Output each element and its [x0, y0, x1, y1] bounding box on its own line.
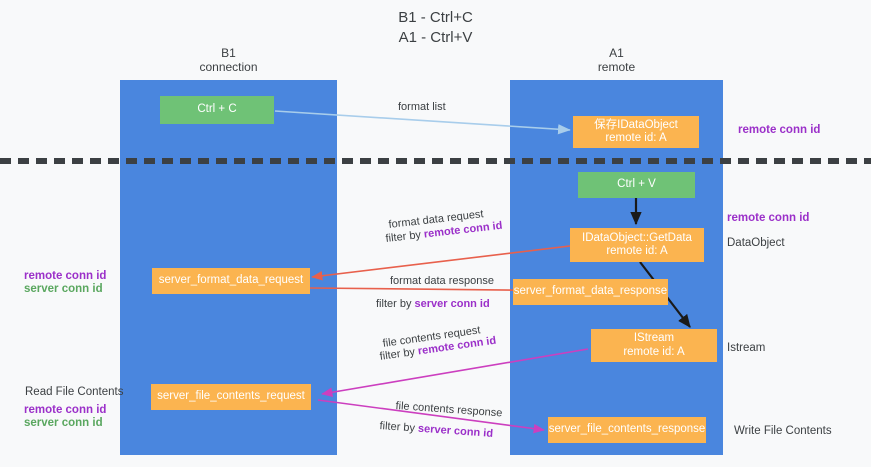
annotation-remote-conn-id-top: remote conn id — [738, 124, 821, 136]
column-header-b1-name: B1 — [221, 46, 236, 60]
node-ctrl-c-label: Ctrl + C — [197, 103, 237, 116]
node-getdata-line1: IDataObject::GetData — [582, 231, 692, 244]
filter-key-server-conn-id-1: server conn id — [414, 298, 490, 310]
edge-label-file-contents-response-filter: filter by server conn id — [379, 420, 493, 440]
filter-prefix-4: filter by — [379, 420, 419, 435]
edge-label-format-list: format list — [398, 101, 446, 113]
annotation-left-remote-conn-id-1: remote conn id — [24, 270, 107, 282]
node-istream-line1: IStream — [633, 332, 675, 344]
node-server-file-contents-response-label: server_file_contents_response — [548, 423, 706, 436]
node-server-file-contents-request-label: server_file_contents_request — [157, 390, 305, 403]
node-idataobject-line1: 保存IDataObject — [594, 118, 678, 131]
filter-key-server-conn-id-2: server conn id — [417, 422, 494, 440]
annotation-read-file-contents: Read File Contents — [25, 386, 124, 398]
phase-divider — [0, 158, 871, 164]
annotation-left-server-conn-id-1: server conn id — [24, 283, 103, 295]
diagram-title: B1 - Ctrl+C A1 - Ctrl+V — [0, 8, 871, 48]
node-ctrl-v-label: Ctrl + V — [617, 178, 656, 191]
node-server-format-data-request[interactable]: server_format_data_request — [152, 268, 310, 294]
title-line-2: A1 - Ctrl+V — [398, 29, 473, 46]
node-server-format-data-response[interactable]: server_format_data_response — [513, 279, 668, 305]
filter-prefix-2: filter by — [376, 298, 415, 310]
node-idataobject-line2: remote id: A — [605, 132, 667, 144]
column-header-b1-role: connection — [199, 60, 258, 74]
annotation-left-remote-conn-id-2: remote conn id — [24, 404, 107, 416]
column-header-a1: A1 remote — [510, 46, 723, 74]
node-ctrl-v[interactable]: Ctrl + V — [578, 172, 695, 198]
node-server-format-data-response-label: server_format_data_response — [513, 285, 668, 298]
filter-prefix-1: filter by — [385, 228, 425, 245]
annotation-istream: Istream — [727, 342, 766, 354]
column-header-a1-name: A1 — [609, 46, 624, 60]
node-server-file-contents-request[interactable]: server_file_contents_request — [151, 384, 311, 410]
annotation-write-file-contents: Write File Contents — [734, 425, 832, 437]
edge-label-format-data-response: format data response — [390, 275, 494, 287]
node-idataobject[interactable]: 保存IDataObject remote id: A — [573, 116, 699, 148]
annotation-dataobject: DataObject — [727, 237, 785, 249]
node-ctrl-c[interactable]: Ctrl + C — [160, 96, 274, 124]
annotation-remote-conn-id-getdata: remote conn id — [727, 212, 810, 224]
title-line-1: B1 - Ctrl+C — [398, 9, 473, 26]
node-istream[interactable]: IStream remote id: A — [591, 329, 717, 362]
edge-label-format-data-response-filter: filter by server conn id — [376, 298, 490, 310]
column-header-a1-role: remote — [597, 60, 636, 74]
node-istream-line2: remote id: A — [623, 345, 685, 358]
node-server-format-data-request-label: server_format_data_request — [158, 274, 304, 287]
node-getdata-line2: remote id: A — [606, 245, 668, 257]
edge-label-file-contents-response: file contents response — [395, 400, 503, 420]
column-header-b1: B1 connection — [120, 46, 337, 74]
annotation-left-server-conn-id-2: server conn id — [24, 417, 103, 429]
node-server-file-contents-response[interactable]: server_file_contents_response — [548, 417, 706, 443]
node-idataobject-getdata[interactable]: IDataObject::GetData remote id: A — [570, 228, 704, 262]
